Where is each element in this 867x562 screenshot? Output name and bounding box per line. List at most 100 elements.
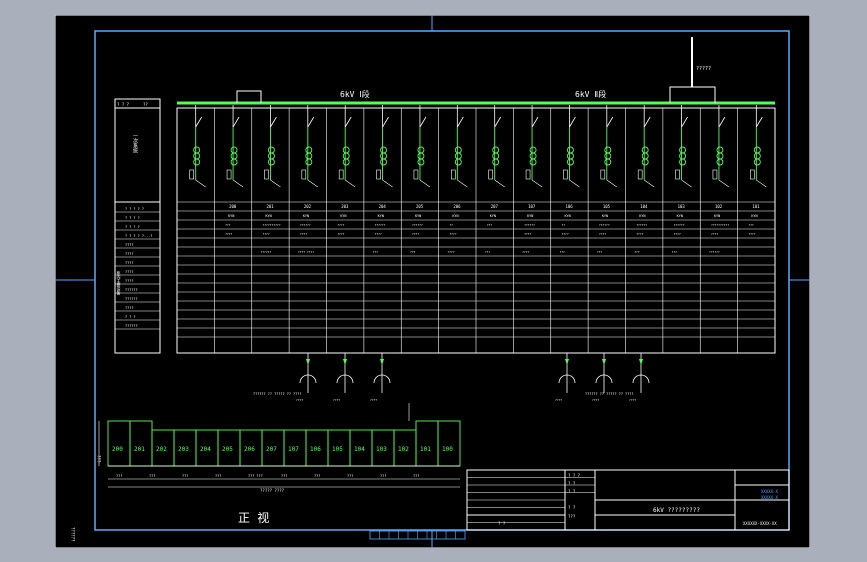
panel-equipment: ???: [410, 250, 416, 254]
panel-circuit: [301, 105, 318, 188]
panel-circuit: [675, 105, 692, 188]
panel-equipment: ???? ????: [298, 250, 314, 254]
panel-cabinet-label: 107: [288, 446, 299, 453]
cable-head-symbol: [373, 374, 391, 384]
breaker-symbol: [681, 116, 688, 128]
legend-row-label: ????: [125, 243, 133, 247]
cable-arrow: [602, 359, 606, 365]
panel-circuit: [189, 105, 206, 188]
breaker-symbol: [382, 116, 389, 128]
panel-cabinet-label: 102: [398, 446, 409, 453]
panel-number: 200: [229, 204, 237, 209]
tb-small-5: ???: [568, 514, 576, 519]
earth-switch: [307, 179, 318, 188]
panel-function: ??????: [375, 223, 386, 227]
cable-termination: ????: [333, 353, 354, 402]
cable-arrow: [565, 359, 569, 365]
panel-function: ??: [449, 223, 453, 227]
cable-label: ????: [629, 398, 636, 402]
cable-head-symbol: [558, 374, 576, 384]
panel-type: KYN: [490, 214, 496, 218]
panel-number: 202: [304, 204, 312, 209]
panel-cabinet-label: 200: [112, 446, 123, 453]
panel-equipment: ???: [373, 250, 379, 254]
panel-current: ????: [449, 232, 456, 236]
legend-row-label: ??????: [125, 324, 138, 328]
panel-current: ????: [225, 232, 232, 236]
panel-cabinet-label: 203: [178, 446, 189, 453]
breaker-symbol: [606, 116, 614, 128]
fuse-symbol: [451, 169, 456, 180]
main-table: 200KYN???????201KYN????????????????????2…: [176, 107, 776, 354]
fuse-symbol: [301, 169, 307, 180]
breaker-symbol: [270, 116, 277, 128]
ct-coil-symbol: [529, 158, 537, 166]
breaker-symbol: [569, 116, 576, 128]
breaker-symbol: [718, 116, 726, 128]
panel-cabinet-label: 204: [200, 446, 211, 453]
tb-small-3: ? ?: [568, 489, 576, 494]
earth-switch: [531, 179, 543, 188]
panel-type: KYN: [527, 214, 533, 218]
panel-type: KYN: [265, 214, 271, 218]
panel-equipment: ????: [522, 250, 529, 254]
panel-function: ????: [337, 223, 344, 227]
legend-row-label: ??????: [125, 297, 138, 301]
fuse-symbol: [712, 169, 718, 180]
panel-number: 103: [678, 204, 686, 209]
earth-switch: [232, 179, 244, 188]
ct-coil-symbol: [193, 158, 201, 166]
panel-function: ???: [225, 223, 231, 227]
panel-type: KYN: [340, 214, 346, 218]
panel-current: ????: [524, 232, 531, 236]
breaker-symbol: [494, 116, 502, 128]
cable-head-symbol: [299, 374, 317, 384]
drawing-title: 6kV ?????????: [653, 507, 700, 514]
breaker-symbol: [419, 116, 427, 128]
tb-small-4: ? ?: [568, 505, 576, 510]
cable-head-symbol: [632, 374, 650, 384]
panel-number: 203: [341, 204, 349, 209]
tb-small-6: ? ?: [498, 521, 506, 526]
panel-cabinet-label: 205: [222, 446, 233, 453]
panel-current: ????: [674, 232, 681, 236]
panel-circuit: [750, 105, 767, 188]
cable-termination: ????: [370, 353, 391, 402]
earth-switch: [756, 179, 767, 188]
left-legend-table: ? ? ? ?? 一次系统 ? ? ? ? ?? ? ? ?? ? ? ?? ?…: [114, 98, 161, 354]
breaker-symbol: [232, 116, 240, 128]
panel-circuit: [451, 105, 468, 188]
legend-row-label: ????: [125, 306, 133, 310]
panel-number: 107: [528, 204, 536, 209]
ct-coil-symbol: [380, 158, 388, 166]
ct-coil-symbol: [342, 158, 350, 166]
panel-number: 207: [491, 204, 499, 209]
drawing-number: XXXXXX-XXXX-XX: [743, 521, 777, 526]
panel-type: KYN: [751, 214, 757, 218]
panel-current: ????: [262, 232, 269, 236]
panel-function: ??????: [300, 223, 311, 227]
front-view-total-dim: ????? ????: [260, 488, 285, 493]
earth-switch: [419, 179, 431, 188]
earth-switch: [681, 179, 692, 188]
panel-current: ????: [300, 232, 307, 236]
panel-type: KYN: [714, 214, 720, 218]
panel-cabinet-label: 202: [156, 446, 167, 453]
cable-label: ????: [555, 398, 562, 402]
legend-header-1: ? ? ?: [117, 102, 130, 107]
panel-function: ??????: [674, 223, 685, 227]
panel-equipment: ??????: [709, 250, 720, 254]
panel-circuit: [525, 105, 543, 188]
panel-type: KYN: [378, 214, 384, 218]
legend-header-2: ??: [143, 102, 148, 107]
earth-switch: [195, 179, 206, 188]
breaker-symbol: [344, 116, 352, 128]
fuse-symbol: [413, 169, 419, 180]
ct-coil-symbol: [230, 158, 238, 166]
ct-coil-symbol: [679, 158, 687, 166]
cable-arrow: [639, 359, 643, 365]
panel-circuit: [600, 105, 617, 188]
panel-number: 101: [752, 204, 760, 209]
bus-right-label: 6kV Ⅱ段: [575, 89, 606, 99]
legend-title: 一次系统: [132, 133, 138, 154]
